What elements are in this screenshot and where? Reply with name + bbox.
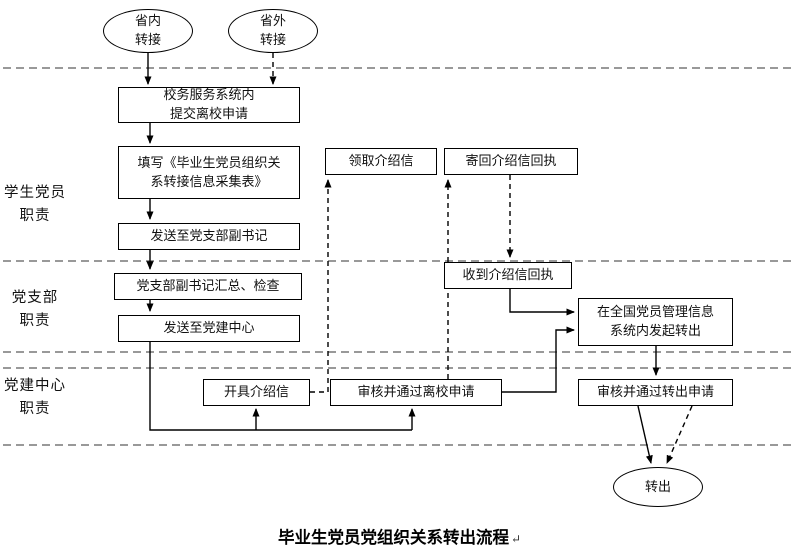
step-submit-leave-application: 校务服务系统内 提交离校申请	[118, 87, 300, 123]
step-mail-back-receipt: 寄回介绍信回执	[444, 148, 578, 175]
step-approve-leave-application: 审核并通过离校申请	[330, 379, 502, 406]
solid-connectors	[144, 53, 660, 464]
arrow-approve-transfer-to-end-dashed	[666, 405, 693, 464]
lane-label-student-members: 学生党员 职责	[4, 184, 66, 224]
line-center-down-right	[149, 342, 412, 431]
arrow-approve-leave-to-initiate	[502, 326, 575, 393]
line-break-mark: ↵	[510, 532, 522, 546]
step-received-receipt: 收到介绍信回执	[444, 262, 572, 289]
terminator-transfer-out: 转出	[613, 467, 703, 507]
arrow-approve-transfer-to-end-solid	[637, 405, 653, 464]
terminator-in-province: 省内 转接	[103, 9, 193, 53]
step-send-to-deputy-secretary: 发送至党支部副书记	[118, 223, 300, 250]
step-issue-intro-letter: 开具介绍信	[203, 379, 310, 406]
step-fill-collection-form: 填写《毕业生党员组织关 系转接信息采集表》	[118, 146, 300, 199]
lane-label-party-branch: 党支部 职责	[11, 289, 59, 329]
terminator-out-province: 省外 转接	[228, 9, 318, 53]
step-deputy-summarize-check: 党支部副书记汇总、检查	[114, 273, 302, 300]
step-receive-intro-letter: 领取介绍信	[325, 148, 437, 175]
lane-label-party-building-center: 党建中心 职责	[4, 377, 66, 417]
diagram-title: 毕业生党员党组织关系转出流程↵	[0, 524, 799, 548]
arrow-got-receipt-to-initiate	[509, 289, 575, 316]
lane-divider-lines	[3, 67, 796, 446]
step-approve-transfer-application: 审核并通过转出申请	[578, 379, 733, 406]
step-initiate-transfer-national-system: 在全国党员管理信息 系统内发起转出	[578, 298, 733, 346]
diagram-title-text: 毕业生党员党组织关系转出流程	[277, 528, 509, 547]
step-send-to-party-center: 发送至党建中心	[118, 315, 300, 342]
arrow-issue-to-receive-letter	[310, 179, 332, 393]
